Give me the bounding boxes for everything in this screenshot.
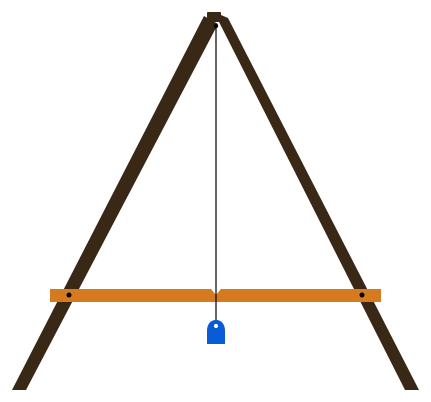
plumb-bob-body bbox=[207, 320, 225, 344]
left-leg bbox=[12, 16, 218, 390]
right-bolt-dot bbox=[359, 292, 365, 298]
apex-joint bbox=[207, 12, 221, 22]
left-bolt-dot bbox=[66, 292, 72, 298]
plumb-bob-eyelet bbox=[213, 323, 219, 329]
plumb-bob bbox=[207, 320, 225, 344]
right-leg bbox=[214, 12, 419, 390]
